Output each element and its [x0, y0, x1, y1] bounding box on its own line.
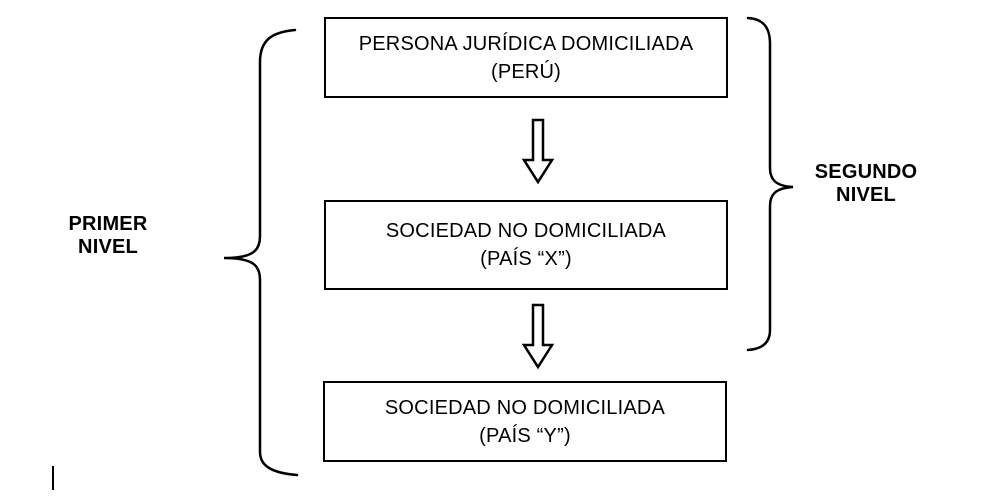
down-arrow-1: [521, 118, 555, 185]
left-brace: [223, 28, 299, 477]
label-segundo-nivel: SEGUNDO NIVEL: [796, 161, 936, 207]
node-line2: (PERÚ): [490, 60, 562, 83]
node-line1: SOCIEDAD NO DOMICILIADA: [384, 396, 666, 419]
label-line1: SEGUNDO: [814, 161, 918, 183]
label-line1: PRIMER: [68, 213, 148, 235]
down-arrow-2: [521, 303, 555, 370]
node-sociedad-pais-x: SOCIEDAD NO DOMICILIADA (PAÍS “X”): [324, 200, 728, 290]
node-line2: (PAÍS “X”): [480, 248, 572, 270]
label-line2: NIVEL: [78, 236, 138, 258]
node-persona-juridica: PERSONA JURÍDICA DOMICILIADA (PERÚ): [324, 17, 728, 98]
node-line2: (PAÍS “Y”): [479, 424, 571, 447]
label-line2: NIVEL: [836, 184, 896, 206]
text-cursor-mark: [52, 466, 54, 490]
node-line1: PERSONA JURÍDICA DOMICILIADA: [358, 32, 694, 55]
right-brace: [746, 16, 794, 352]
label-primer-nivel: PRIMER NIVEL: [48, 213, 168, 259]
node-line1: SOCIEDAD NO DOMICILIADA: [385, 220, 667, 242]
node-sociedad-pais-y: SOCIEDAD NO DOMICILIADA (PAÍS “Y”): [323, 381, 727, 462]
